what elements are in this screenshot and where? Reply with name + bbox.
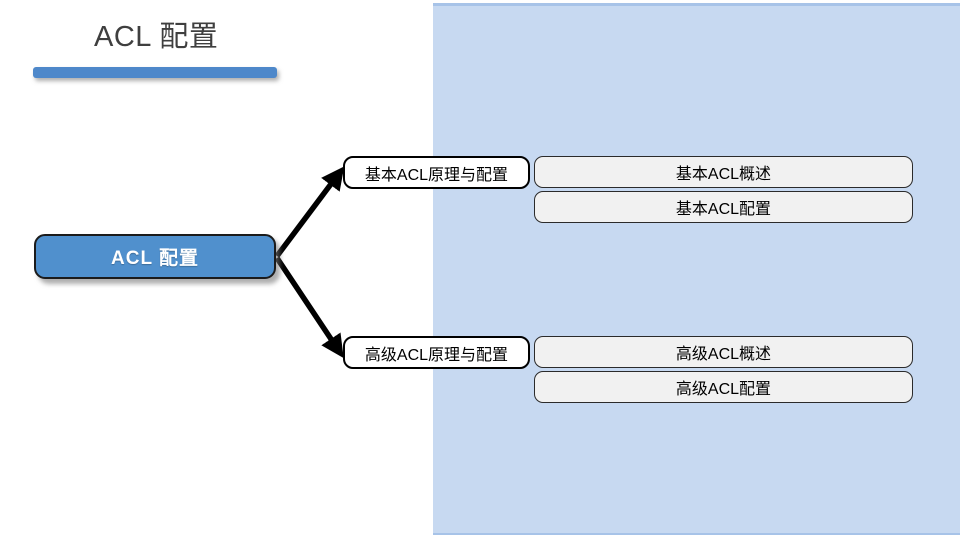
decorative-right-panel — [433, 3, 960, 535]
page-title: ACL 配置 — [94, 21, 219, 53]
leaf-basic-acl-overview[interactable]: 基本ACL概述 — [534, 156, 913, 188]
title-underline-bar — [33, 67, 277, 78]
root-node-acl-configuration[interactable]: ACL 配置 — [34, 234, 276, 279]
leaf-basic-acl-configuration[interactable]: 基本ACL配置 — [534, 191, 913, 223]
leaf-advanced-acl-overview[interactable]: 高级ACL概述 — [534, 336, 913, 368]
arrow-to-advanced-branch — [274, 256, 344, 359]
branch-label-advanced-acl[interactable]: 高级ACL原理与配置 — [343, 336, 530, 369]
leaf-advanced-acl-configuration[interactable]: 高级ACL配置 — [534, 371, 913, 403]
branch-label-basic-acl[interactable]: 基本ACL原理与配置 — [343, 156, 530, 189]
arrow-to-basic-branch — [274, 166, 345, 258]
